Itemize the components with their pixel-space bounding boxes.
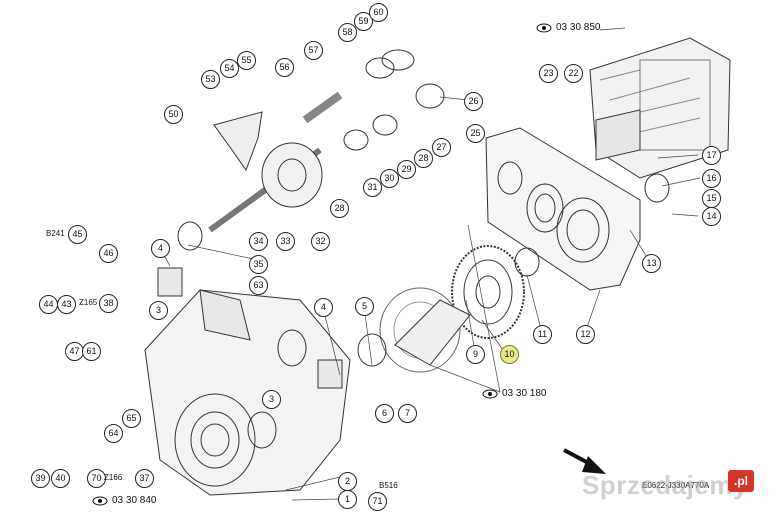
callout-56[interactable]: 56 — [275, 58, 294, 77]
callout-55[interactable]: 55 — [237, 51, 256, 70]
callout-13[interactable]: 13 — [642, 254, 661, 273]
watermark-logo: Sprzedajemy — [582, 470, 748, 500]
circlip-60 — [381, 49, 415, 71]
callout-16[interactable]: 16 — [702, 169, 721, 188]
ref-text: 03 30 180 — [502, 388, 547, 399]
hydraulic-motor — [589, 37, 731, 179]
callout-54[interactable]: 54 — [220, 59, 239, 78]
ring-31 — [343, 129, 369, 151]
direction-arrow-icon — [563, 448, 606, 474]
callout-11[interactable]: 11 — [533, 325, 552, 344]
ref-text: 03 30 850 — [556, 22, 601, 33]
callout-23[interactable]: 23 — [539, 64, 558, 83]
callout-61[interactable]: 61 — [82, 342, 101, 361]
needle-bearing-upper — [157, 267, 183, 297]
ref-03-30-840[interactable]: 03 30 840 — [92, 495, 157, 506]
circlip-59 — [365, 57, 395, 79]
callout-29[interactable]: 29 — [397, 160, 416, 179]
callout-60[interactable]: 60 — [369, 3, 388, 22]
eye-icon — [92, 496, 108, 505]
bearing-11 — [514, 247, 540, 277]
callout-5[interactable]: 5 — [355, 297, 374, 316]
callout-4a[interactable]: 4 — [151, 239, 170, 258]
eye-icon — [482, 389, 498, 398]
callout-25[interactable]: 25 — [466, 124, 485, 143]
callout-28b[interactable]: 28 — [330, 199, 349, 218]
shaft-assembly — [177, 91, 343, 251]
seal-15 — [644, 173, 670, 203]
callout-28a[interactable]: 28 — [414, 149, 433, 168]
callout-34[interactable]: 34 — [249, 232, 268, 251]
drawing-id: E0622-J330A770A — [642, 481, 710, 490]
callout-53[interactable]: 53 — [201, 70, 220, 89]
callout-30[interactable]: 30 — [380, 169, 399, 188]
callout-58[interactable]: 58 — [338, 23, 357, 42]
ref-03-30-850[interactable]: 03 30 850 — [536, 22, 601, 33]
callout-7[interactable]: 7 — [398, 404, 417, 423]
callout-33[interactable]: 33 — [276, 232, 295, 251]
callout-44[interactable]: 44 — [39, 295, 58, 314]
callout-3b[interactable]: 3 — [262, 390, 281, 409]
eye-icon — [536, 23, 552, 32]
callout-45[interactable]: 45 — [68, 225, 87, 244]
tag-b241: B241 — [46, 229, 65, 238]
shift-fork — [213, 111, 263, 172]
ref-03-30-180[interactable]: 03 30 180 — [482, 388, 547, 399]
callout-40[interactable]: 40 — [51, 469, 70, 488]
callout-27[interactable]: 27 — [432, 138, 451, 157]
tag-z166: Z166 — [104, 473, 123, 482]
gearbox-housing — [144, 289, 351, 496]
callout-15[interactable]: 15 — [702, 189, 721, 208]
cover-plate — [485, 127, 641, 291]
callout-32[interactable]: 32 — [311, 232, 330, 251]
ref-text: 03 30 840 — [112, 495, 157, 506]
callout-22[interactable]: 22 — [564, 64, 583, 83]
callout-63[interactable]: 63 — [249, 276, 268, 295]
callout-65[interactable]: 65 — [122, 409, 141, 428]
callout-37[interactable]: 37 — [135, 469, 154, 488]
callout-1[interactable]: 1 — [338, 490, 357, 509]
callout-6[interactable]: 6 — [375, 404, 394, 423]
callout-26[interactable]: 26 — [464, 92, 483, 111]
callout-35[interactable]: 35 — [249, 255, 268, 274]
watermark-suffix: .pl — [728, 470, 754, 492]
callout-43[interactable]: 43 — [57, 295, 76, 314]
callout-17[interactable]: 17 — [702, 146, 721, 165]
callout-50[interactable]: 50 — [164, 105, 183, 124]
callout-38[interactable]: 38 — [99, 294, 118, 313]
callout-31[interactable]: 31 — [363, 178, 382, 197]
callout-10[interactable]: 10 — [500, 345, 519, 364]
callout-2[interactable]: 2 — [338, 472, 357, 491]
callout-4b[interactable]: 4 — [314, 298, 333, 317]
callout-14[interactable]: 14 — [702, 207, 721, 226]
sleeve-29 — [372, 114, 398, 136]
callout-39[interactable]: 39 — [31, 469, 50, 488]
planet-carrier — [379, 287, 471, 373]
spur-gear — [451, 245, 525, 339]
tag-z165: Z165 — [79, 298, 98, 307]
bearing-26 — [415, 83, 445, 109]
callout-3a[interactable]: 3 — [149, 301, 168, 320]
tag-b516: B516 — [379, 481, 398, 490]
callout-46[interactable]: 46 — [99, 244, 118, 263]
callout-71[interactable]: 71 — [368, 492, 387, 511]
callout-59[interactable]: 59 — [354, 12, 373, 31]
callout-12[interactable]: 12 — [576, 325, 595, 344]
seal-ring-5 — [357, 333, 387, 367]
needle-bearing-lower — [317, 359, 343, 389]
callout-64[interactable]: 64 — [104, 424, 123, 443]
callout-9[interactable]: 9 — [466, 345, 485, 364]
callout-57[interactable]: 57 — [304, 41, 323, 60]
callout-70[interactable]: 70 — [87, 469, 106, 488]
